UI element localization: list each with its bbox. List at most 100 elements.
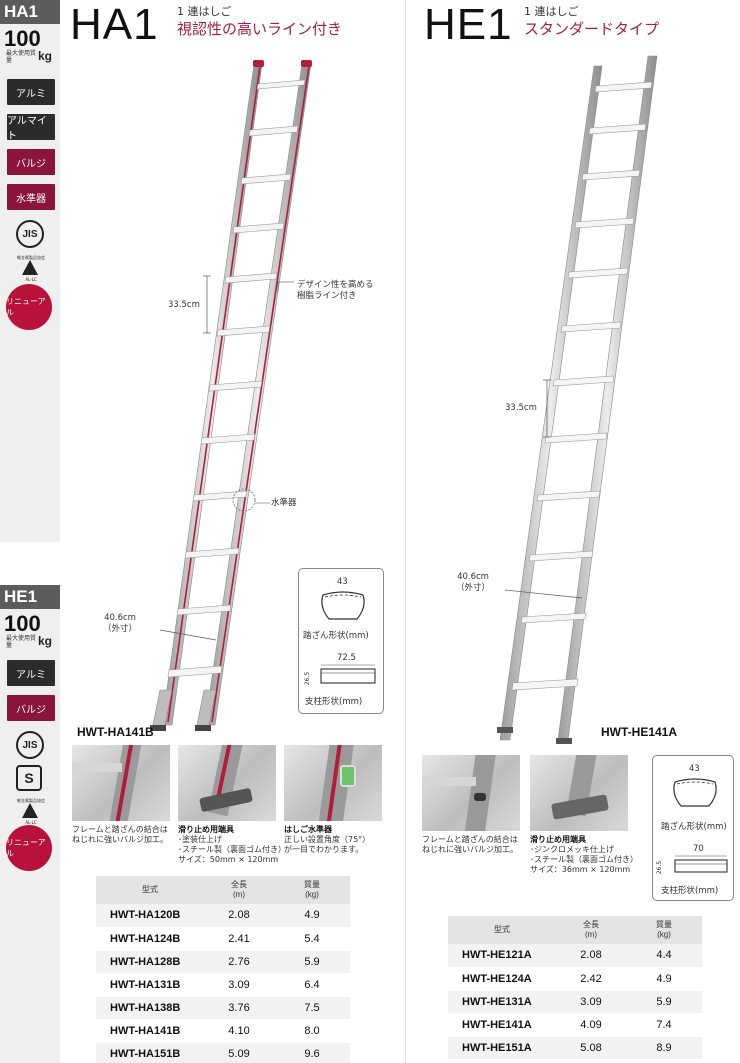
he1-cert-triangle-icon — [22, 803, 38, 818]
ha1-post-height: 26.5 — [304, 671, 312, 686]
ha1-feature-2-title: 滑り止め用端具 — [178, 825, 234, 834]
he1-feature-1-line-1: フレームと踏ざんの結合は — [422, 835, 518, 844]
ha1-width-note: （外寸） — [103, 624, 138, 634]
he1-rung-pitch-label: 33.5cm — [505, 403, 537, 413]
he1-spec-header-row: 型式 全長(m) 質量(kg) — [448, 916, 702, 944]
he1-row-4-model: HWT-HE141A — [448, 1013, 556, 1037]
ha1-feature-3: はしご水準器 正しい設置角度（75°） が一目でわかります。 — [284, 825, 370, 855]
ha1-col-model: 型式 — [96, 876, 204, 904]
ha1-row-7-model: HWT-HA151B — [96, 1042, 204, 1063]
ha1-col-weight-label: 質量 — [304, 880, 320, 889]
ha1-cert-caption2: AL-LC — [25, 277, 37, 282]
he1-renewal-badge: リニューアル — [6, 825, 52, 871]
he1-row-4-length: 4.09 — [556, 1013, 626, 1037]
he1-row-3-length: 3.09 — [556, 990, 626, 1014]
he1-tag-bulge: バルジ — [7, 695, 55, 721]
ha1-design-line-label: デザイン性を高める 樹脂ライン付き — [297, 280, 374, 302]
he1-feature-2-line-3: サイズ：36mm × 120mm — [530, 865, 631, 874]
ha1-cert-triangle-icon — [22, 260, 38, 275]
ha1-design-line-text-2: 樹脂ライン付き — [297, 291, 357, 301]
he1-model-label: HWT-HE141A — [601, 725, 678, 739]
ha1-spec-header-row: 型式 全長(m) 質量(kg) — [96, 876, 350, 904]
ha1-feature-2-line-1: ･塗装仕上げ — [178, 835, 222, 844]
ha1-photo-bulge — [72, 745, 170, 821]
ha1-col-weight: 質量(kg) — [274, 876, 350, 904]
ha1-row-7-length: 5.09 — [204, 1042, 274, 1063]
he1-page-title: HE1 — [424, 0, 513, 49]
ha1-page-title: HA1 — [70, 0, 159, 49]
ha1-row-4-model: HWT-HA131B — [96, 973, 204, 997]
he1-rung-profile-icon — [673, 778, 717, 807]
he1-rung-profile-label: 踏ざん形状(mm) — [661, 822, 727, 832]
he1-col-weight-label: 質量 — [656, 920, 672, 929]
he1-feature-1: フレームと踏ざんの結合は ねじれに強いバルジ加工。 — [422, 835, 518, 855]
ha1-cert-mark-icon: 軽金属製品協会 AL-LC — [16, 252, 45, 284]
he1-row-2-model: HWT-HE124A — [448, 967, 556, 991]
he1-col-length-unit: (m) — [585, 930, 597, 939]
he1-row-5-weight: 8.9 — [626, 1036, 702, 1060]
ha1-rung-width: 43 — [337, 577, 348, 587]
he1-row-3-weight: 5.9 — [626, 990, 702, 1014]
he1-cert-mark-icon: 軽金属製品協会 AL-LC — [16, 795, 45, 827]
ha1-feature-3-line-1: 正しい設置角度（75°） — [284, 835, 371, 844]
ha1-jis-mark-icon: JIS — [16, 220, 44, 248]
he1-row-1-length: 2.08 — [556, 944, 626, 968]
he1-col-model: 型式 — [448, 916, 556, 944]
he1-subtitle-small: 1 連はしご — [524, 5, 579, 18]
column-divider — [405, 0, 406, 1063]
ha1-row-7-weight: 9.6 — [274, 1042, 350, 1063]
ha1-sidebar: HA1 100 最大使用質量 kg アルミ アルマイト バルジ 水準器 JIS … — [0, 0, 60, 542]
ha1-feature-2-line-3: サイズ：50mm × 120mm — [178, 855, 279, 864]
he1-col-length-label: 全長 — [583, 920, 599, 929]
ha1-post-profile-icon — [320, 664, 376, 684]
he1-col-length: 全長(m) — [556, 916, 626, 944]
ha1-feature-1: フレームと踏ざんの結合は ねじれに強いバルジ加工。 — [72, 825, 168, 845]
he1-feature-2-line-2: ･スチール製（裏面ゴム付き） — [530, 855, 638, 864]
he1-col-weight: 質量(kg) — [626, 916, 702, 944]
ha1-post-profile-label: 支柱形状(mm) — [305, 697, 363, 707]
he1-row-5-length: 5.08 — [556, 1036, 626, 1060]
he1-sidebar: HE1 100 最大使用質量 kg アルミ バルジ JIS S 軽金属製品協会 … — [0, 585, 60, 1063]
ha1-cert-caption: 軽金属製品協会 — [17, 255, 45, 260]
ha1-feature-1-line-2: ねじれに強いバルジ加工。 — [72, 835, 168, 844]
ha1-row-2-model: HWT-HA124B — [96, 927, 204, 951]
ha1-row-5-weight: 7.5 — [274, 996, 350, 1020]
ha1-design-line-text-1: デザイン性を高める — [297, 280, 374, 290]
ha1-row-5-length: 3.76 — [204, 996, 274, 1020]
ha1-row-3-model: HWT-HA128B — [96, 950, 204, 974]
he1-cert-caption2: AL-LC — [25, 820, 37, 825]
ha1-width-label: 40.6cm （外寸） — [103, 613, 137, 635]
he1-photo-foot — [530, 755, 628, 831]
he1-feature-2-title: 滑り止め用端具 — [530, 835, 586, 844]
ha1-feature-1-line-1: フレームと踏ざんの結合は — [72, 825, 168, 834]
he1-sidebar-code: HE1 — [0, 585, 60, 609]
ha1-tag-alumite: アルマイト — [7, 114, 55, 142]
he1-row-5-model: HWT-HE151A — [448, 1036, 556, 1060]
ha1-max-load-value: 100 — [4, 26, 41, 51]
ha1-feature-2: 滑り止め用端具 ･塗装仕上げ ･スチール製（裏面ゴム付き） サイズ：50mm ×… — [178, 825, 286, 865]
he1-max-load-unit: kg — [38, 634, 53, 648]
he1-rung-width: 43 — [689, 764, 700, 774]
he1-post-width: 70 — [693, 844, 704, 854]
ha1-col-length: 全長(m) — [204, 876, 274, 904]
he1-row-4-weight: 7.4 — [626, 1013, 702, 1037]
he1-s-mark-icon: S — [16, 765, 42, 791]
ha1-row-4-length: 3.09 — [204, 973, 274, 997]
he1-ladder — [497, 55, 658, 744]
he1-row-1-weight: 4.4 — [626, 944, 702, 968]
ha1-feature-2-line-2: ･スチール製（裏面ゴム付き） — [178, 845, 286, 854]
